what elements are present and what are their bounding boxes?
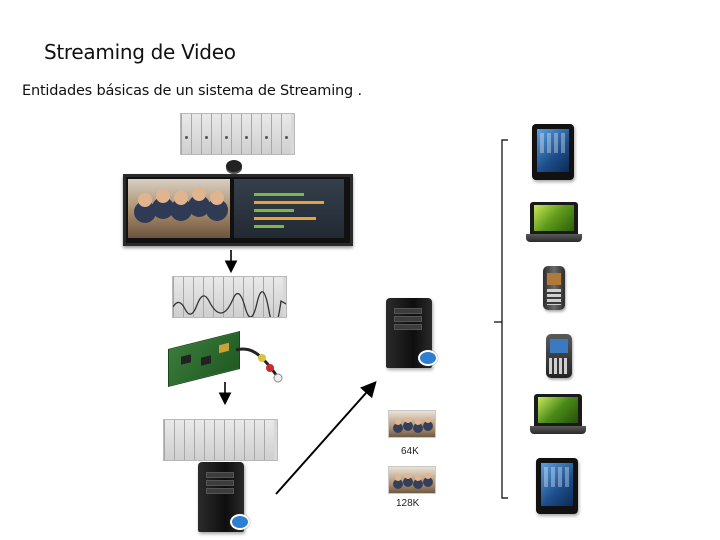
tablet-icon	[532, 124, 574, 180]
video-feed-presentation	[234, 179, 344, 238]
intel-badge-icon	[230, 514, 250, 530]
camera-icon	[226, 160, 242, 172]
mobile-phone-icon	[543, 266, 565, 310]
waveform-icon	[173, 291, 286, 317]
video-feed-people	[128, 179, 230, 238]
slide-subtitle: Entidades básicas de un sistema de Strea…	[22, 83, 362, 99]
streaming-server-icon	[386, 298, 438, 368]
tablet-icon	[536, 458, 578, 514]
rendition-label-128k: 128K	[396, 498, 420, 509]
signal-strip-bottom	[163, 419, 278, 461]
laptop-icon	[530, 394, 586, 438]
laptop-icon	[526, 202, 582, 246]
blackberry-phone-icon	[546, 334, 572, 378]
devices-bracket	[501, 139, 508, 499]
encoder-pc-icon	[198, 462, 250, 532]
arrow-upload	[275, 381, 377, 495]
signal-strip-analog	[172, 276, 287, 318]
rendition-label-64k: 64K	[401, 446, 419, 457]
rendition-thumbnail-64k	[388, 410, 436, 438]
videoconference-screen	[123, 174, 353, 246]
rendition-thumbnail-128k	[388, 466, 436, 494]
intel-badge-icon	[418, 350, 438, 366]
av-cable-icon	[235, 347, 283, 383]
signal-strip-top	[180, 113, 295, 155]
slide-title: Streaming de Video	[44, 40, 236, 64]
